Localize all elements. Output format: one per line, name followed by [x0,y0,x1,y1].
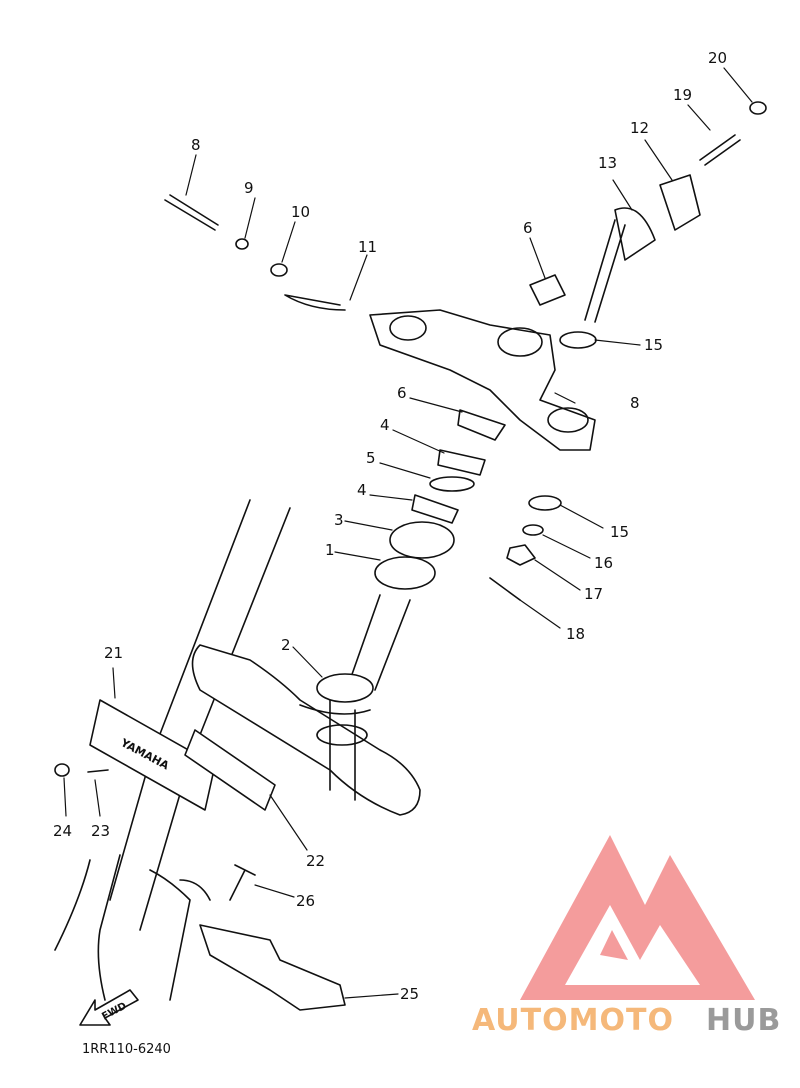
bracket-hole-center [497,327,543,357]
callout-15-upper: 15 [644,336,663,354]
part-12-clip [284,294,346,311]
part-20-cap [749,101,767,115]
callout-4-upper: 4 [380,416,390,434]
fork-leg-left [54,854,121,1001]
part-8-upper-bracket [369,309,596,451]
part-2-bearing [316,673,374,703]
callout-11: 10 [291,203,310,221]
part-24-nut [54,763,70,777]
lower-bracket [191,644,421,816]
callout-14: 13 [598,154,617,172]
leader-lines [63,67,753,999]
part-11-washer [270,263,288,277]
part-22-bracket [184,729,276,811]
part-25-bracket [199,924,346,1011]
part-4-ringnut-lower [411,494,459,524]
callout-1: 1 [325,541,335,559]
bracket-hole-right [547,407,589,433]
callout-7: 6 [523,219,533,237]
fork-tube-left [109,499,291,931]
part-7-nut [529,274,566,306]
part-26-bolt [229,864,256,901]
drawing-code: 1RR110-6240 [82,1042,171,1057]
callout-17: 17 [584,585,603,603]
part-6-cap [457,409,506,441]
callout-15-lower: 15 [610,523,629,541]
watermark-text-part1: AUTOMOTO [472,1003,674,1038]
watermark-text-part2: HUB [706,1003,781,1038]
callout-2: 2 [281,636,291,654]
callout-20: 20 [708,49,727,67]
callout-4-lower: 4 [357,481,367,499]
part-14-handlebar [584,207,656,323]
part-10-washer [235,238,249,250]
callout-24: 24 [53,822,72,840]
part-15-washer-lower [528,495,562,511]
callout-21: 21 [104,644,123,662]
callout-num-eight: 8 [630,394,640,412]
steering-stem [299,699,371,801]
part-19-bolt [699,134,741,166]
callout-19: 19 [673,86,692,104]
callout-5: 5 [366,449,376,467]
callout-22: 22 [306,852,325,870]
part-3-race [389,521,455,559]
callout-26: 26 [296,892,315,910]
part-17-nut [506,544,536,566]
callout-9: 8 [191,136,201,154]
fwd-arrow [79,989,139,1026]
watermark-triangle-icon [520,835,755,1000]
callout-18: 18 [566,625,585,643]
fork-tube-right [349,594,411,691]
watermark-logo [520,835,755,1000]
part-13-holder [659,174,701,231]
part-21-cover [89,699,216,811]
part-18-pin [489,577,521,601]
callout-10: 9 [244,179,254,197]
fork-leg-right [149,869,211,1001]
part-23-bolt [87,769,109,773]
stem-collar [316,724,368,746]
bracket-hole-left [389,315,427,341]
callout-3: 3 [334,511,344,529]
callout-16: 16 [594,554,613,572]
callout-25: 25 [400,985,419,1003]
callout-13: 12 [630,119,649,137]
callout-12: 11 [358,238,377,256]
part-9-bolt [164,194,219,231]
part-16-washer [522,524,544,536]
part-1-bearing [374,556,436,590]
callout-23: 23 [91,822,110,840]
callout-6-label: 6 [397,384,407,402]
part-4-ringnut-upper [437,449,486,476]
part-5-washer [429,476,475,492]
